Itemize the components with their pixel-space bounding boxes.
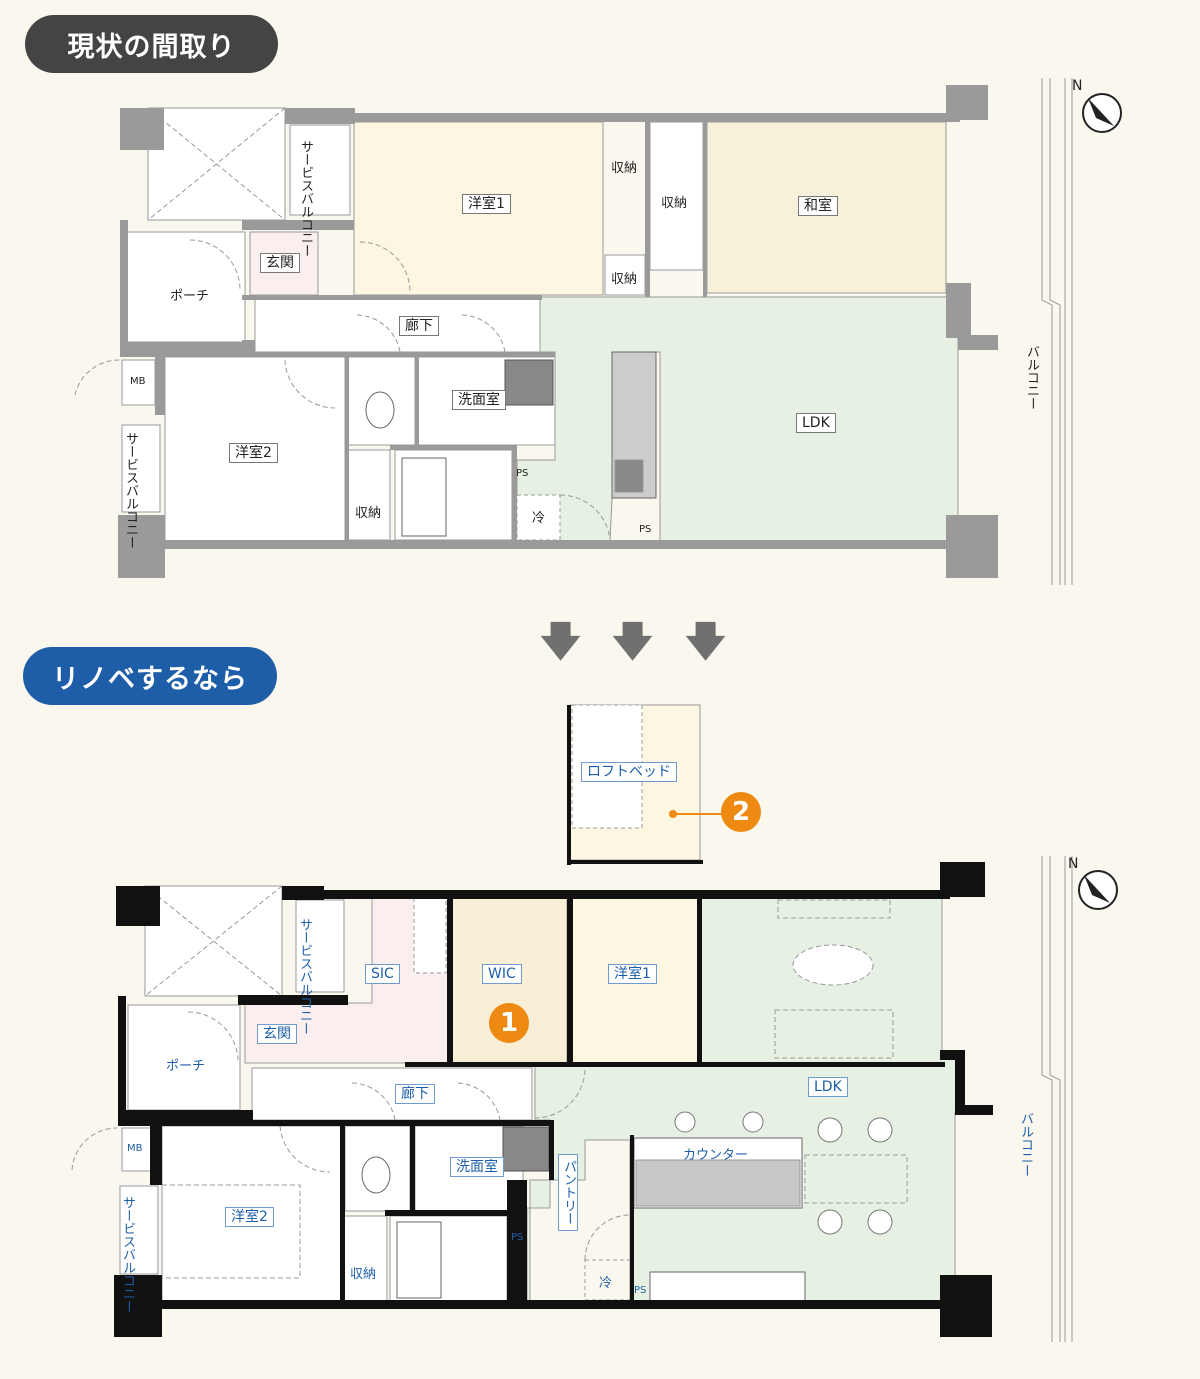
room-western2: 洋室2	[225, 1207, 274, 1227]
room-ldk: LDK	[808, 1077, 848, 1097]
room-storage-b: 収納	[661, 196, 688, 211]
room-pantry: パントリー	[558, 1154, 578, 1231]
room-porch: ポーチ	[166, 1059, 206, 1074]
room-western1: 洋室1	[462, 194, 511, 214]
room-ldk: LDK	[796, 413, 836, 433]
room-storage-d: 収納	[355, 506, 382, 521]
room-washroom: 洗面室	[450, 1157, 504, 1177]
room-service-balcony-2: サービスバルコニー	[120, 1196, 135, 1313]
room-balcony: バルコニー	[1018, 1112, 1033, 1177]
ps-1: PS	[511, 1232, 524, 1243]
room-hallway: 廊下	[395, 1084, 435, 1104]
compass-north-label: N	[1068, 856, 1079, 872]
room-storage: 収納	[350, 1267, 377, 1282]
badge-2: 2	[721, 792, 761, 832]
down-arrow-icon: 🡇	[540, 619, 582, 665]
room-wic: WIC	[482, 964, 522, 984]
down-arrow-icon: 🡇	[612, 619, 654, 665]
down-arrow-icon: 🡇	[685, 619, 727, 665]
room-western2: 洋室2	[229, 443, 278, 463]
current-layout-heading: 現状の間取り	[25, 15, 278, 73]
room-storage-a: 収納	[611, 161, 638, 176]
room-porch: ポーチ	[170, 289, 210, 304]
ps-2: PS	[639, 524, 652, 535]
room-sic: SIC	[365, 964, 400, 984]
counter: カウンター	[683, 1148, 749, 1163]
fridge: 冷	[599, 1276, 613, 1291]
room-service-balcony-1: サービスバルコニー	[298, 140, 313, 257]
renovation-heading: リノベするなら	[23, 647, 277, 705]
room-hallway: 廊下	[399, 316, 439, 336]
room-loft-bed: ロフトベッド	[581, 762, 677, 782]
badge-1: 1	[489, 1003, 529, 1043]
room-storage-c: 収納	[611, 272, 638, 287]
room-service-balcony-2: サービスバルコニー	[123, 432, 138, 549]
compass-north-label: N	[1072, 78, 1083, 94]
room-entrance: 玄関	[257, 1024, 297, 1044]
north-compass-icon	[1078, 870, 1118, 910]
room-washroom: 洗面室	[452, 390, 506, 410]
ps-2: PS	[634, 1285, 647, 1296]
room-mb: MB	[130, 376, 146, 387]
room-balcony: バルコニー	[1024, 345, 1039, 410]
room-entrance: 玄関	[260, 253, 300, 273]
ps-1: PS	[516, 468, 529, 479]
room-western1: 洋室1	[608, 964, 657, 984]
room-service-balcony-1: サービスバルコニー	[297, 918, 312, 1035]
room-mb: MB	[127, 1143, 143, 1154]
room-japanese: 和室	[798, 196, 838, 216]
fridge: 冷	[532, 511, 546, 526]
north-compass-icon	[1082, 93, 1122, 133]
